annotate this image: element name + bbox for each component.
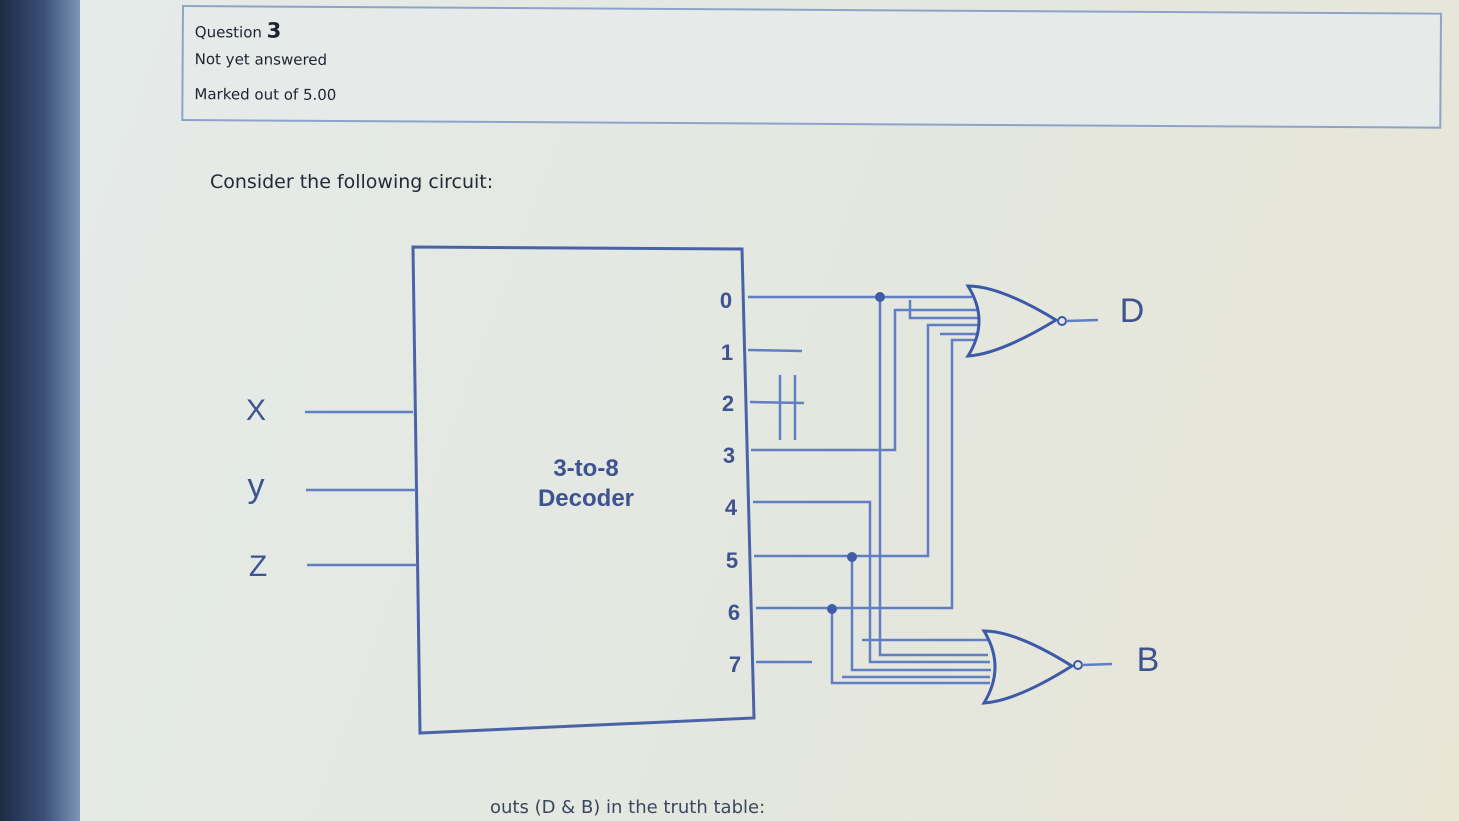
output-0-branch-b xyxy=(878,297,988,657)
inversion-bubble-d xyxy=(1057,316,1067,326)
output-6-wire xyxy=(756,338,976,610)
pin-5-label: 5 xyxy=(726,548,738,573)
output-4-wire xyxy=(753,500,990,664)
decoder-subtitle: Decoder xyxy=(538,485,634,512)
pin-6-label: 6 xyxy=(728,600,740,625)
pin-0-label: 0 xyxy=(720,288,732,313)
output-6-branch-b xyxy=(830,608,990,685)
junction-5 xyxy=(847,552,857,562)
output-3-wire xyxy=(751,308,978,452)
screen-bezel xyxy=(0,0,80,821)
decoder-title: 3-to-8 xyxy=(553,455,618,482)
output-b-wire xyxy=(1081,662,1113,667)
question-prompt: Consider the following circuit: xyxy=(210,171,494,193)
input-x-label: X xyxy=(246,394,266,427)
bus-line-d-1 xyxy=(908,300,978,320)
pin-4-label: 4 xyxy=(725,495,738,520)
truth-table-instruction: outs (D & B) in the truth table: xyxy=(490,797,766,818)
output-b-label: B xyxy=(1137,641,1160,679)
inversion-bubble-b xyxy=(1073,660,1083,670)
input-y-label: y xyxy=(248,467,265,505)
pin-7-label: 7 xyxy=(729,652,741,677)
output-5-wire xyxy=(754,323,980,558)
pin-2-label: 2 xyxy=(722,391,734,416)
output-1-wire xyxy=(747,348,803,353)
decoder-block xyxy=(411,245,756,735)
pin-1-label: 1 xyxy=(721,340,733,365)
page-background xyxy=(80,0,1459,821)
output-d-wire xyxy=(1065,318,1099,323)
nor-gate-b xyxy=(981,629,1075,705)
junction-6 xyxy=(827,604,837,614)
pin-3-label: 3 xyxy=(723,443,735,468)
output-d-label: D xyxy=(1120,292,1145,330)
nor-gate-d xyxy=(965,284,1059,358)
junction-0 xyxy=(875,292,885,302)
output-5-branch-b xyxy=(850,556,991,672)
input-z-label: Z xyxy=(249,550,267,583)
